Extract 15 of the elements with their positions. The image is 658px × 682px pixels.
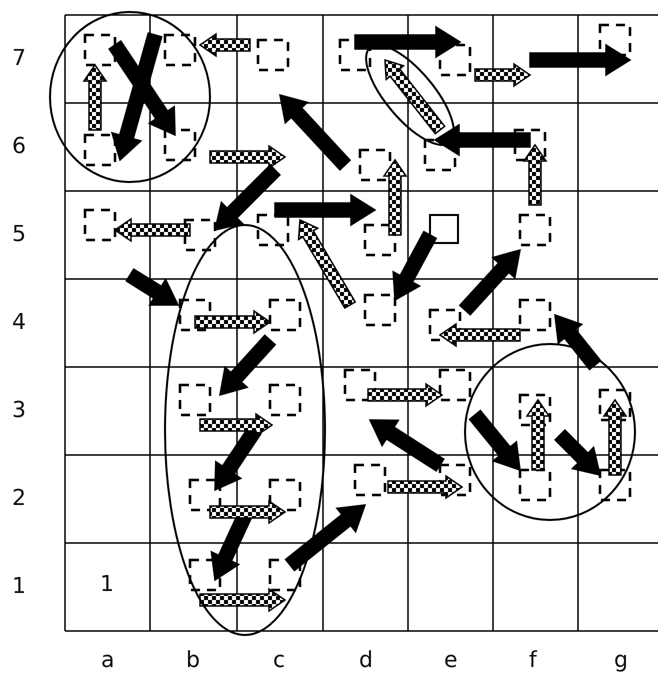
column-label: d (359, 650, 373, 672)
row-label: 5 (12, 224, 26, 246)
row-label: 7 (12, 48, 26, 70)
column-label: c (273, 650, 286, 672)
row-label: 4 (12, 312, 26, 334)
column-label: g (614, 650, 628, 672)
column-label: b (186, 650, 200, 672)
column-label: a (101, 650, 114, 672)
column-label: f (529, 650, 537, 672)
cell-number: 1 (100, 574, 114, 596)
row-label: 1 (12, 576, 26, 598)
column-label: e (444, 650, 458, 672)
row-label: 3 (12, 400, 26, 422)
row-label: 6 (12, 136, 26, 158)
row-label: 2 (12, 488, 26, 510)
